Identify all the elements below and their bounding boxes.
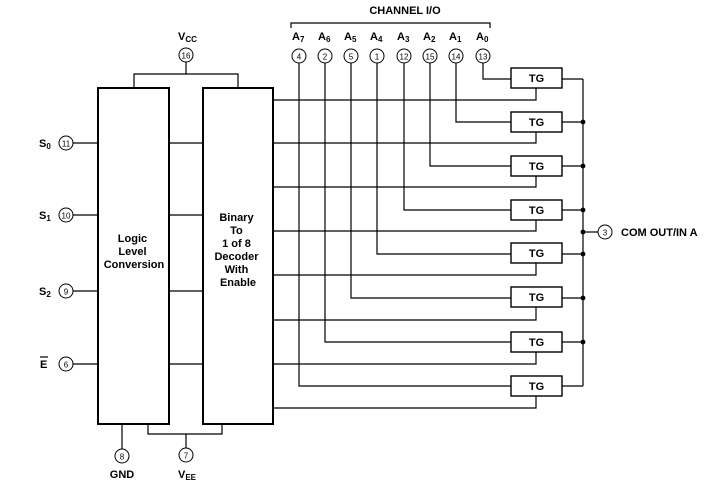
vcc-pin bbox=[178, 47, 194, 63]
channel-a6: A6 2 bbox=[317, 31, 333, 64]
tg-gate bbox=[510, 67, 563, 89]
a3-label: A3 bbox=[397, 31, 410, 44]
channel-a0: A0 13 bbox=[475, 31, 491, 64]
decoder-label-line-2: To bbox=[230, 225, 243, 237]
logic-level-conversion-block bbox=[97, 87, 170, 425]
logic-label-line-3: Conversion bbox=[104, 259, 165, 271]
enable-label: E bbox=[40, 359, 47, 371]
logic-label-line-1: Logic bbox=[118, 233, 147, 245]
tg-label: TG bbox=[529, 161, 544, 173]
input-enable: E 6 bbox=[40, 356, 98, 372]
decoder-label-line-3: 1 of 8 bbox=[222, 238, 251, 250]
junction-dot bbox=[580, 119, 586, 125]
channel-a3: A3 12 bbox=[396, 31, 412, 64]
a7-pin-number: 4 bbox=[297, 53, 302, 62]
tg-label: TG bbox=[529, 117, 544, 129]
channel-wires bbox=[298, 63, 511, 387]
vcc-pin-number: 16 bbox=[182, 52, 191, 61]
enable-pin-number: 6 bbox=[64, 361, 69, 370]
channel-io-title: CHANNEL I/O bbox=[369, 5, 441, 17]
vee-label: VEE bbox=[178, 469, 197, 482]
channel-a2: A2 15 bbox=[422, 31, 438, 64]
decoder-block bbox=[202, 87, 274, 425]
decoder-block-label: Binary To 1 of 8 Decoder With Enable bbox=[214, 212, 261, 289]
s0-pin-number: 11 bbox=[62, 140, 71, 149]
decoder-label-line-1: Binary bbox=[219, 212, 254, 224]
tg-gate bbox=[510, 286, 563, 308]
decoder-output-wires bbox=[273, 88, 537, 409]
junction-dot bbox=[580, 207, 586, 213]
tg-label: TG bbox=[529, 292, 544, 304]
a5-pin-number: 5 bbox=[349, 53, 354, 62]
a4-label: A4 bbox=[370, 31, 383, 44]
a0-label: A0 bbox=[476, 31, 489, 44]
vcc-label: VCC bbox=[178, 31, 197, 44]
a1-pin-number: 14 bbox=[452, 53, 461, 62]
junction-dot bbox=[580, 339, 586, 345]
tg-label: TG bbox=[529, 337, 544, 349]
s2-label: S2 bbox=[39, 286, 51, 299]
a2-label: A2 bbox=[423, 31, 436, 44]
a3-pin-number: 12 bbox=[400, 53, 409, 62]
vee-pin bbox=[178, 447, 194, 463]
junction-dot bbox=[580, 251, 586, 257]
gnd-pin-number: 8 bbox=[120, 453, 125, 462]
s1-label: S1 bbox=[39, 210, 51, 223]
channel-a1: A1 14 bbox=[448, 31, 464, 64]
com-pin bbox=[597, 224, 613, 240]
a7-label: A7 bbox=[292, 31, 305, 44]
vee-wire bbox=[147, 424, 223, 435]
com-pin-number: 3 bbox=[603, 229, 608, 238]
a6-pin-number: 2 bbox=[323, 53, 328, 62]
decoder-label-line-6: Enable bbox=[220, 277, 256, 289]
input-s1: S1 10 bbox=[39, 207, 98, 223]
a0-pin-number: 13 bbox=[479, 53, 488, 62]
decoder-label-line-4: Decoder bbox=[214, 251, 259, 263]
inter-block-wires bbox=[169, 142, 203, 365]
common-bus bbox=[562, 78, 598, 387]
a6-label: A6 bbox=[318, 31, 331, 44]
tg-label: TG bbox=[529, 205, 544, 217]
a1-label: A1 bbox=[449, 31, 462, 44]
tg-label: TG bbox=[529, 381, 544, 393]
s0-label: S0 bbox=[39, 138, 51, 151]
channel-a4: A4 1 bbox=[369, 31, 385, 64]
input-s0: S0 11 bbox=[39, 135, 98, 151]
decoder-label-line-5: With bbox=[225, 264, 249, 276]
channel-a7: A7 4 bbox=[291, 31, 307, 64]
a2-pin-number: 15 bbox=[426, 53, 435, 62]
a4-pin-number: 1 bbox=[375, 53, 380, 62]
tg-label: TG bbox=[529, 248, 544, 260]
input-s2: S2 9 bbox=[39, 283, 98, 299]
s1-pin-number: 10 bbox=[62, 212, 71, 221]
gnd-pin bbox=[114, 448, 130, 464]
tg-gate bbox=[510, 242, 563, 264]
channel-io-bracket bbox=[290, 22, 491, 28]
com-label: COM OUT/IN A bbox=[621, 227, 698, 239]
gnd-label: GND bbox=[110, 469, 135, 481]
vee-pin-number: 7 bbox=[184, 452, 189, 461]
logic-block-label: Logic Level Conversion bbox=[104, 233, 165, 271]
tg-label: TG bbox=[529, 73, 544, 85]
transmission-gates: TG TG TG TG TG TG TG TG bbox=[510, 67, 563, 397]
junction-dot bbox=[580, 163, 586, 169]
channel-a5: A5 5 bbox=[343, 31, 359, 64]
junction-dot bbox=[580, 295, 586, 301]
s2-pin-number: 9 bbox=[64, 288, 69, 297]
vcc-wire bbox=[133, 73, 239, 88]
a5-label: A5 bbox=[344, 31, 357, 44]
logic-label-line-2: Level bbox=[118, 246, 146, 258]
